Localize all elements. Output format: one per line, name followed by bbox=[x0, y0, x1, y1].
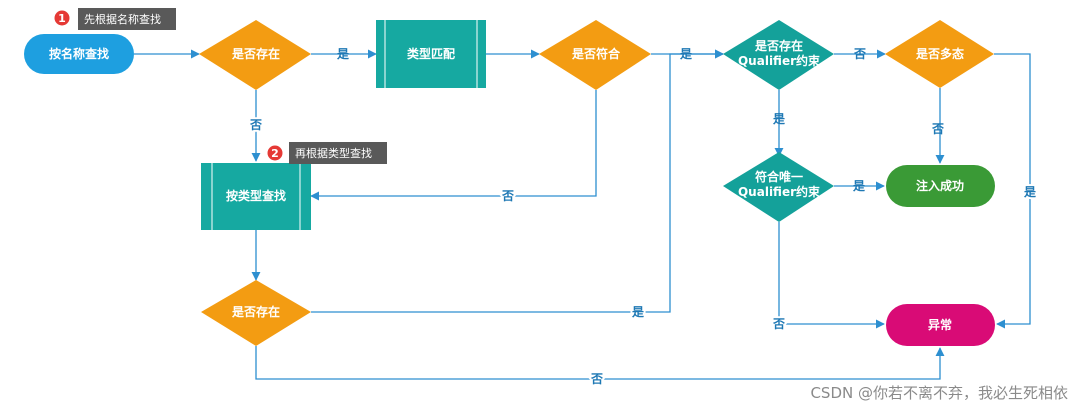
badge-icon bbox=[267, 145, 283, 161]
node-decision-unique: 符合唯一 Qualifier约束 bbox=[723, 152, 834, 222]
edge-label-yes: 是 bbox=[631, 305, 645, 319]
node-start: 按名称查找 bbox=[24, 34, 134, 74]
node-decision-exists2: 是否存在 bbox=[201, 280, 311, 346]
edge-label-no: 否 bbox=[249, 118, 262, 132]
edge-label-yes: 是 bbox=[772, 112, 786, 126]
edge-label-no: 否 bbox=[931, 122, 944, 136]
edge-label-no: 否 bbox=[590, 372, 603, 386]
annotation-2: 2 再根据类型查找 bbox=[267, 142, 387, 164]
edge-polymorphic-to-error bbox=[994, 53, 1031, 329]
edge-label-no: 否 bbox=[501, 189, 514, 203]
node-process-bytype: 按类型查找 bbox=[201, 163, 311, 230]
edge-unique-to-error bbox=[778, 222, 885, 329]
node-unique-line1: 符合唯一 bbox=[755, 169, 803, 184]
annotation-1: 1 先根据名称查找 bbox=[54, 8, 176, 30]
node-unique-line2: Qualifier约束 bbox=[738, 184, 821, 199]
edges bbox=[134, 49, 1031, 380]
edge-label-no: 否 bbox=[853, 47, 866, 61]
node-exists1-label: 是否存在 bbox=[231, 46, 280, 61]
annotation-2-badge: 2 bbox=[271, 147, 279, 160]
node-exists2-label: 是否存在 bbox=[231, 304, 280, 319]
node-error: 异常 bbox=[886, 304, 995, 346]
node-success-label: 注入成功 bbox=[916, 178, 964, 193]
node-decision-qualifier-exists: 是否存在 Qualifier约束 bbox=[723, 20, 834, 90]
node-decision-matches: 是否符合 bbox=[539, 20, 651, 90]
edge-exists2-to-error bbox=[255, 346, 945, 380]
annotation-1-badge: 1 bbox=[58, 12, 66, 25]
node-error-label: 异常 bbox=[928, 317, 952, 332]
node-qualifier-exists-line2: Qualifier约束 bbox=[738, 53, 821, 68]
edge-label-yes: 是 bbox=[336, 47, 350, 61]
node-start-label: 按名称查找 bbox=[49, 46, 109, 61]
node-process-typematch: 类型匹配 bbox=[376, 20, 486, 88]
edge-labels: 是 是 否 否 是 是 是 否 否 否 是 否 bbox=[247, 47, 1039, 388]
node-matches-label: 是否符合 bbox=[571, 46, 621, 61]
node-polymorphic-label: 是否多态 bbox=[915, 46, 964, 61]
annotation-2-text: 再根据类型查找 bbox=[295, 146, 372, 160]
node-qualifier-exists-line1: 是否存在 bbox=[754, 38, 803, 53]
watermark: CSDN @你若不离不弃，我必生死相依 bbox=[810, 384, 1068, 402]
badge-icon bbox=[54, 10, 70, 26]
edge-exists2-to-qualifier bbox=[311, 49, 724, 313]
edge-label-yes: 是 bbox=[852, 179, 866, 193]
node-typematch-label: 类型匹配 bbox=[407, 46, 455, 61]
node-decision-polymorphic: 是否多态 bbox=[885, 20, 994, 88]
edge-label-yes: 是 bbox=[1023, 185, 1037, 199]
node-success: 注入成功 bbox=[886, 165, 995, 207]
annotation-1-text: 先根据名称查找 bbox=[84, 12, 161, 26]
edge-matches-to-bytype bbox=[310, 90, 597, 201]
node-decision-exists1: 是否存在 bbox=[199, 20, 311, 90]
edge-label-no: 否 bbox=[772, 317, 785, 331]
edge-label-yes: 是 bbox=[679, 47, 693, 61]
node-bytype-label: 按类型查找 bbox=[226, 188, 286, 203]
